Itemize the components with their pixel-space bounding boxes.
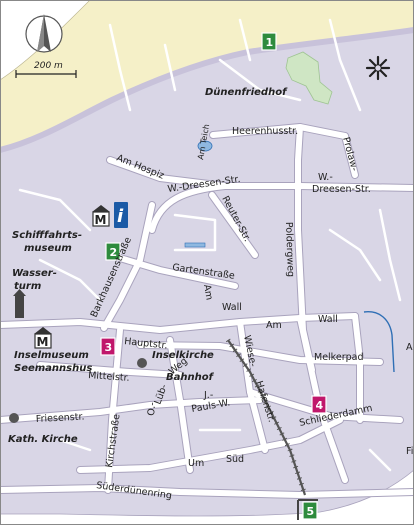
water-tower-icon (15, 294, 24, 318)
info-icon[interactable] (114, 202, 128, 228)
church-dot-inselkirche (137, 358, 147, 368)
label-schifffahrt-1: Schifffahrts- (12, 230, 82, 241)
label-bahnhof: Bahnhof (166, 372, 215, 383)
street-um: Um (188, 458, 204, 469)
street-wall-2: Wall (318, 314, 338, 325)
marker-2-label: 2 (110, 246, 118, 259)
church-dot-kath (9, 413, 19, 423)
marker-3[interactable]: 3 (100, 337, 116, 356)
street-friesen: Friesenstr. (36, 411, 85, 425)
museum-symbol-1: M (95, 213, 107, 227)
marker-4-label: 4 (316, 399, 324, 412)
marker-4[interactable]: 4 (311, 395, 327, 414)
canal (363, 311, 395, 373)
roads (0, 18, 414, 499)
cemetery-symbol (365, 55, 391, 81)
label-inselmuseum-1: Inselmuseum (14, 350, 89, 361)
street-mittel: Mittelstr. (88, 370, 130, 384)
marker-1-label: 1 (266, 36, 274, 49)
street-o: O.- (146, 402, 158, 416)
dune-edge (0, 27, 414, 153)
label-wasser-2: turm (14, 281, 41, 292)
marker-5[interactable]: 5 (297, 499, 318, 520)
label-wasser-1: Wasser- (12, 268, 57, 279)
street-haupt: Hauptstr. (124, 336, 168, 351)
museum-symbol-2: M (37, 335, 49, 349)
street-am-wall-2: Am (266, 320, 282, 331)
railway (227, 339, 307, 496)
label-inselkirche: Inselkirche (152, 350, 214, 361)
street-heerenhuss: Heerenhusstr. (232, 126, 298, 137)
street-wall: Wall (222, 302, 242, 313)
street-poldergweg: Poldergweg (283, 222, 296, 277)
marker-2[interactable]: 2 (105, 242, 121, 261)
museum-icon-inselmuseum (34, 327, 52, 349)
street-w-dreesen-2: W.- (318, 172, 333, 183)
street-am: Am (406, 342, 414, 353)
north-arrow (25, 14, 63, 53)
label-duenenfriedhof: Dünenfriedhof (205, 87, 288, 98)
scale-label: 200 m (34, 61, 63, 71)
marker-1[interactable]: 1 (261, 32, 277, 51)
pond (197, 140, 213, 152)
street-fi: Fi (406, 446, 413, 457)
street-sud: Süd (226, 454, 244, 465)
park-duenenfriedhof (285, 51, 333, 105)
street-melkerpad: Melkerpad (314, 352, 363, 363)
street-am-wall: Am (201, 284, 215, 301)
street-j: J.- (203, 390, 213, 401)
label-inselmuseum-2: Seemannshus (14, 363, 92, 374)
info-symbol: i (117, 206, 124, 227)
scale-bar (15, 70, 77, 78)
museum-icon-schifffahrt (92, 205, 110, 227)
street-w-dreesen-3: Dreesen-Str. (312, 184, 371, 195)
marker-5-label: 5 (307, 505, 315, 518)
pool (184, 242, 206, 248)
marker-3-label: 3 (105, 341, 113, 354)
label-kath-kirche: Kath. Kirche (8, 434, 78, 445)
label-schifffahrt-2: museum (24, 243, 72, 254)
